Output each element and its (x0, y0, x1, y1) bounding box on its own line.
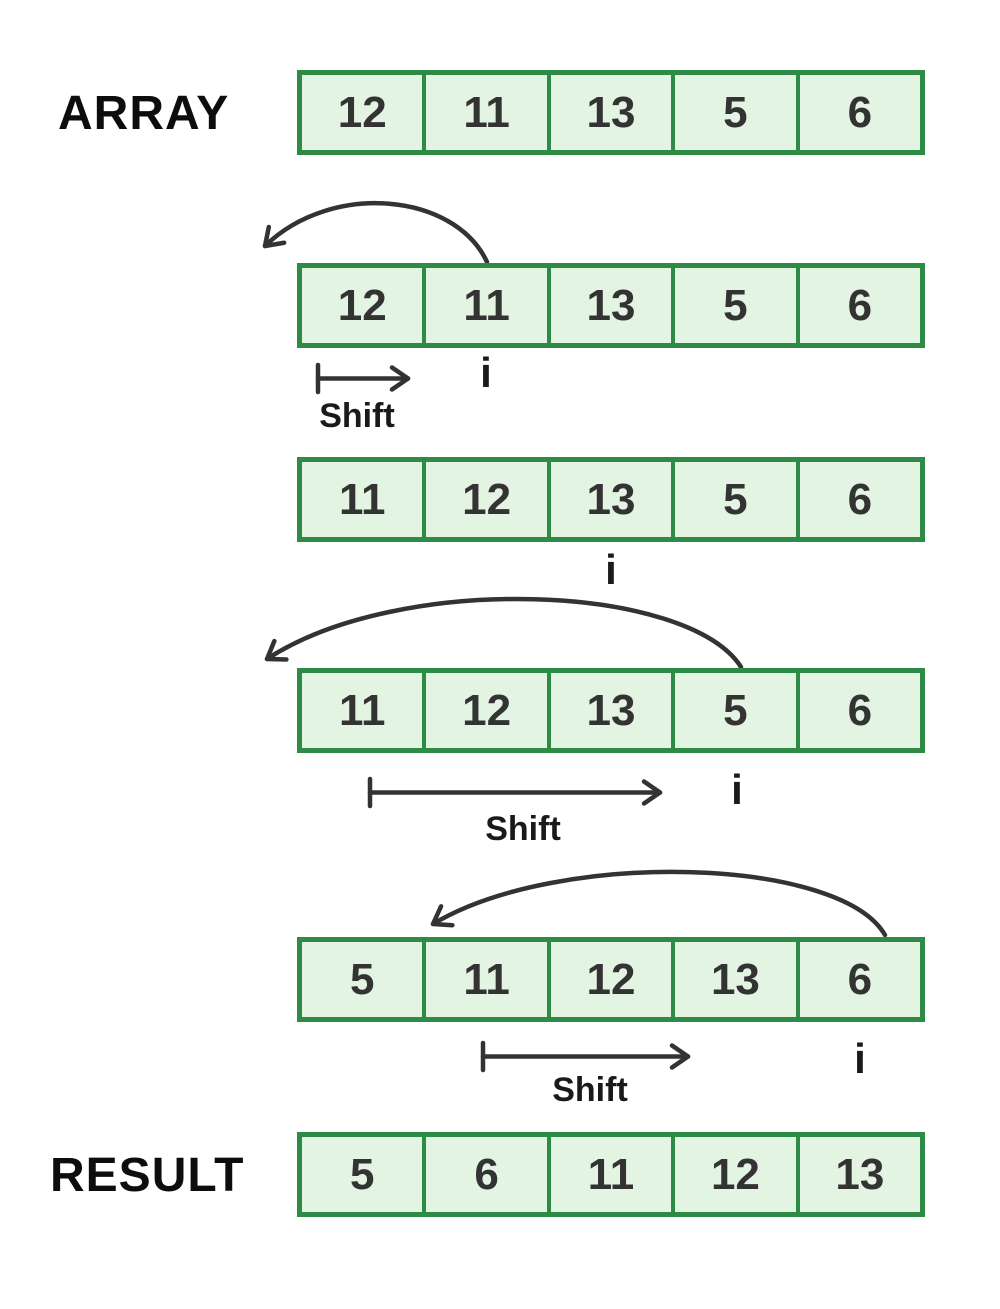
result-title: RESULT (50, 1149, 245, 1202)
index-marker-pass3: i (731, 766, 743, 813)
array-row-pass4-shift: 5 11 12 13 6 (297, 937, 925, 1022)
array-cell: 13 (671, 942, 796, 1017)
array-cell: 5 (671, 268, 796, 343)
array-title: ARRAY (58, 87, 230, 140)
array-cell: 12 (671, 1137, 796, 1212)
shift-range-arrow-2 (367, 776, 663, 809)
array-row-result: 5 6 11 12 13 (297, 1132, 925, 1217)
array-cell: 12 (302, 268, 423, 343)
array-row-pass3-shift: 11 12 13 5 6 (297, 668, 925, 753)
array-cell: 12 (546, 942, 672, 1017)
array-cell: 11 (422, 268, 547, 343)
array-cell: 13 (546, 75, 672, 150)
array-cell: 12 (422, 673, 547, 748)
array-row-pass1-done: 11 12 13 5 6 (297, 457, 925, 542)
array-cell: 11 (302, 462, 423, 537)
array-cell: 6 (795, 462, 921, 537)
array-cell: 13 (795, 1137, 921, 1212)
array-row-initial: 12 11 13 5 6 (297, 70, 925, 155)
array-cell: 5 (302, 942, 423, 1017)
array-cell: 6 (795, 268, 921, 343)
index-marker-pass4: i (854, 1035, 866, 1082)
array-cell: 13 (546, 462, 672, 537)
array-cell: 11 (422, 942, 547, 1017)
swap-arc-arrow-2 (264, 596, 744, 670)
array-cell: 5 (671, 673, 796, 748)
array-cell: 13 (546, 673, 672, 748)
shift-label-2: Shift (485, 810, 561, 848)
array-cell: 12 (422, 462, 547, 537)
array-cell: 11 (422, 75, 547, 150)
array-cell: 6 (795, 942, 921, 1017)
swap-arc-arrow-1 (262, 200, 490, 265)
shift-range-arrow-3 (480, 1040, 691, 1073)
shift-range-arrow-1 (315, 362, 411, 395)
array-cell: 12 (302, 75, 423, 150)
index-marker-pass2: i (605, 546, 617, 593)
array-cell: 13 (546, 268, 672, 343)
array-cell: 5 (671, 462, 796, 537)
array-row-pass1-shift: 12 11 13 5 6 (297, 263, 925, 348)
array-cell: 6 (795, 673, 921, 748)
array-cell: 5 (302, 1137, 423, 1212)
array-cell: 6 (422, 1137, 547, 1212)
array-cell: 11 (302, 673, 423, 748)
index-marker-pass1: i (480, 349, 492, 396)
shift-label-1: Shift (319, 397, 395, 435)
array-cell: 6 (795, 75, 921, 150)
swap-arc-arrow-3 (430, 869, 888, 938)
array-cell: 5 (671, 75, 796, 150)
shift-label-3: Shift (552, 1071, 628, 1109)
array-cell: 11 (546, 1137, 672, 1212)
